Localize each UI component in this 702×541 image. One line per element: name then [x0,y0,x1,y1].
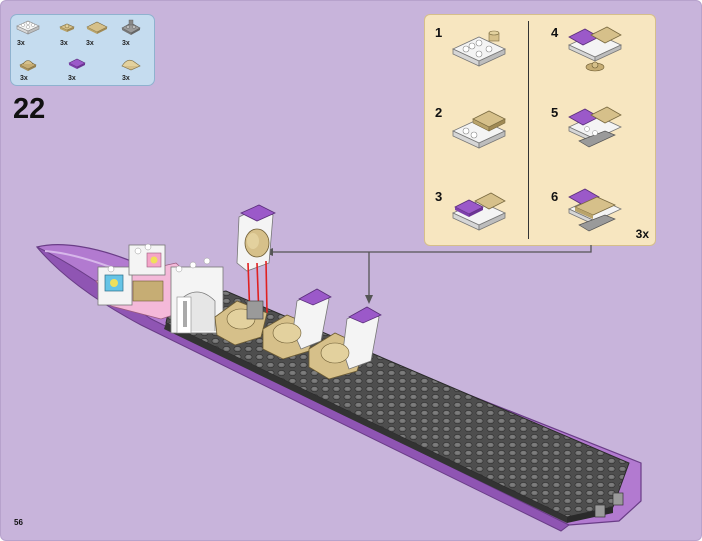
seat-row [214,288,382,380]
sub-step-4-illustration [568,26,622,72]
ship-cabin [95,243,224,334]
part-tan-round-plate [57,19,81,45]
sub-step-1-illustration [452,30,506,67]
sub-step-5-illustration [568,106,622,148]
part-qty: 3x [122,75,130,82]
seat-2 [262,288,332,360]
sub-step-6-illustration [568,188,622,232]
sub-step-number: 6 [551,189,559,204]
seat-1 [214,300,268,346]
seat-3 [308,306,382,380]
sub-step-number: 4 [551,25,559,40]
step-number: 22 [13,93,46,125]
part-gray-bracket [119,18,143,44]
part-tan-tile [85,18,109,44]
part-white-plate [15,17,40,43]
sub-step-number: 1 [435,25,443,40]
sub-step-3-illustration [452,192,506,231]
part-tan-dome [17,54,41,80]
sub-step-2-illustration [452,110,506,149]
part-qty: 3x [20,75,28,82]
part-tan-curved-slope [119,54,143,80]
part-qty: 3x [17,40,25,47]
sub-assembly-divider [528,21,529,239]
sub-step-number: 2 [435,105,443,120]
page-number: 56 [14,518,23,527]
sub-step-number: 3 [435,189,443,204]
part-qty: 3x [86,40,94,47]
part-qty: 3x [60,40,68,47]
part-qty: 3x [122,40,130,47]
sub-assembly-panel: 1 2 3 4 5 6 [424,14,656,246]
parts-list-panel: 3x 3x 3x [10,14,155,86]
part-qty: 3x [68,75,76,82]
rear-pegs [594,492,624,518]
part-purple-tile [66,53,90,79]
sub-step-number: 5 [551,105,559,120]
sub-assembly-multiplier: 3x [635,227,649,241]
seat-being-placed [236,204,276,320]
callout-connector [263,245,592,304]
